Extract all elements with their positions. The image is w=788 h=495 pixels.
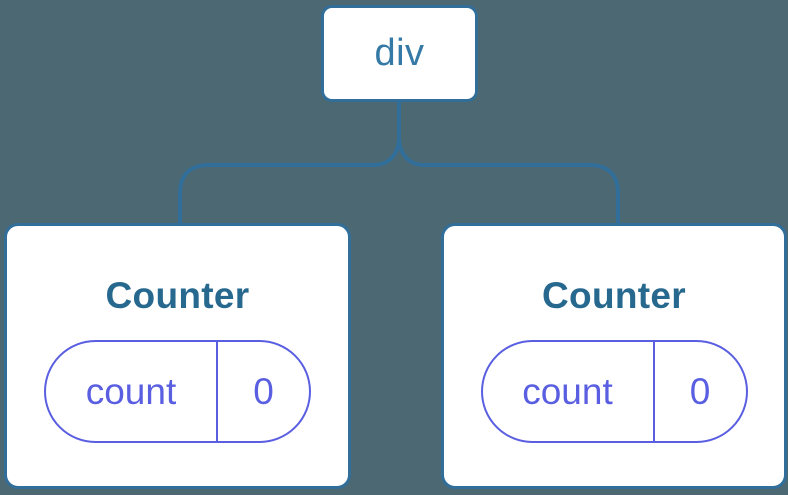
- state-value-label: 0: [253, 370, 274, 412]
- root-node-label: div: [374, 32, 425, 74]
- counter-node-right: Counter count 0: [441, 223, 787, 489]
- state-key-label: count: [522, 370, 613, 412]
- component-title: Counter: [542, 275, 686, 316]
- component-title: Counter: [105, 275, 250, 316]
- connector-branch-left: [178, 99, 401, 226]
- counter-node-left: Counter count 0: [4, 223, 351, 489]
- state-value-cell: 0: [655, 342, 746, 441]
- root-node-div: div: [321, 5, 478, 102]
- state-key-cell: count: [483, 342, 655, 441]
- state-value-label: 0: [689, 370, 711, 412]
- state-key-cell: count: [46, 342, 218, 441]
- state-pill: count 0: [44, 340, 311, 443]
- state-pill: count 0: [480, 340, 748, 443]
- connector-branch-right: [397, 135, 620, 226]
- state-value-cell: 0: [218, 342, 309, 441]
- state-key-label: count: [85, 370, 177, 412]
